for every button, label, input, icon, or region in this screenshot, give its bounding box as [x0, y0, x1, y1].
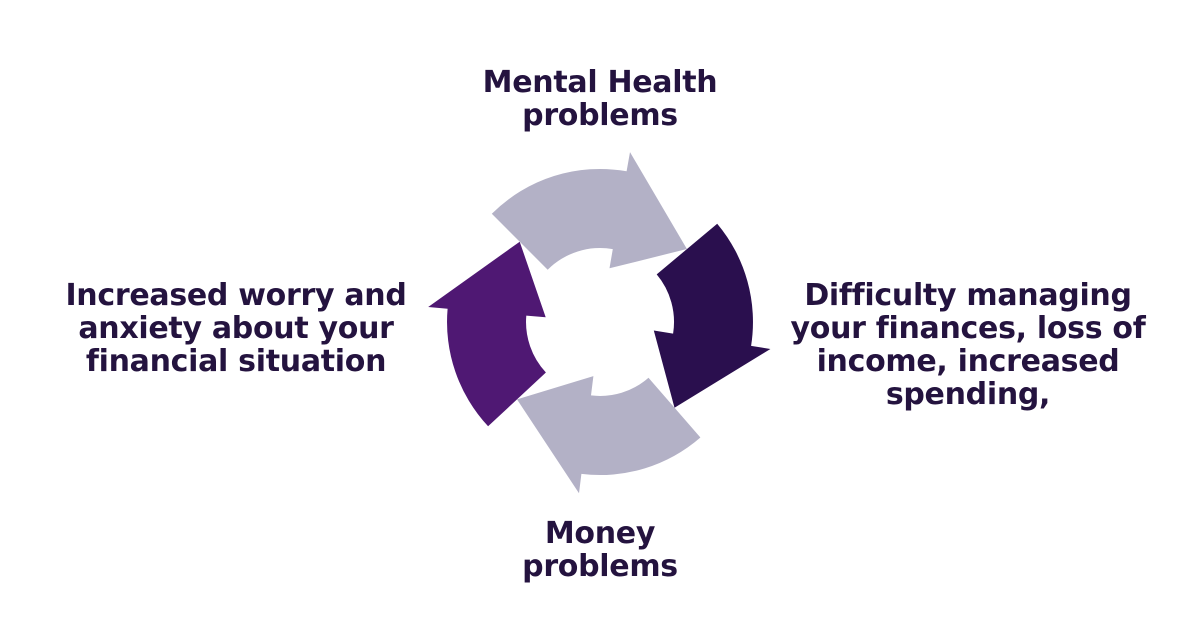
label-line: Difficulty managing	[804, 278, 1132, 313]
label-line: Mental Health	[482, 65, 718, 100]
arrow-left-segment	[428, 241, 546, 427]
label-increased-worry: Increased worry and anxiety about your f…	[46, 279, 426, 378]
label-line: problems	[522, 549, 678, 584]
label-mental-health-problems: Mental Health problems	[440, 66, 760, 132]
label-line: financial situation	[85, 344, 387, 379]
arrow-bottom-segment	[517, 376, 701, 494]
label-line: spending,	[885, 377, 1051, 412]
label-line: income, increased	[816, 344, 1120, 379]
label-line: problems	[522, 98, 678, 133]
label-line: your finances, loss of	[790, 311, 1146, 346]
label-line: anxiety about your	[78, 311, 394, 346]
label-line: Increased worry and	[65, 278, 407, 313]
label-line: Money	[544, 516, 656, 551]
arrow-right-segment	[653, 223, 771, 408]
arrow-top-segment	[491, 152, 687, 270]
label-difficulty-managing-finances: Difficulty managing your finances, loss …	[768, 279, 1168, 411]
label-money-problems: Money problems	[460, 517, 740, 583]
